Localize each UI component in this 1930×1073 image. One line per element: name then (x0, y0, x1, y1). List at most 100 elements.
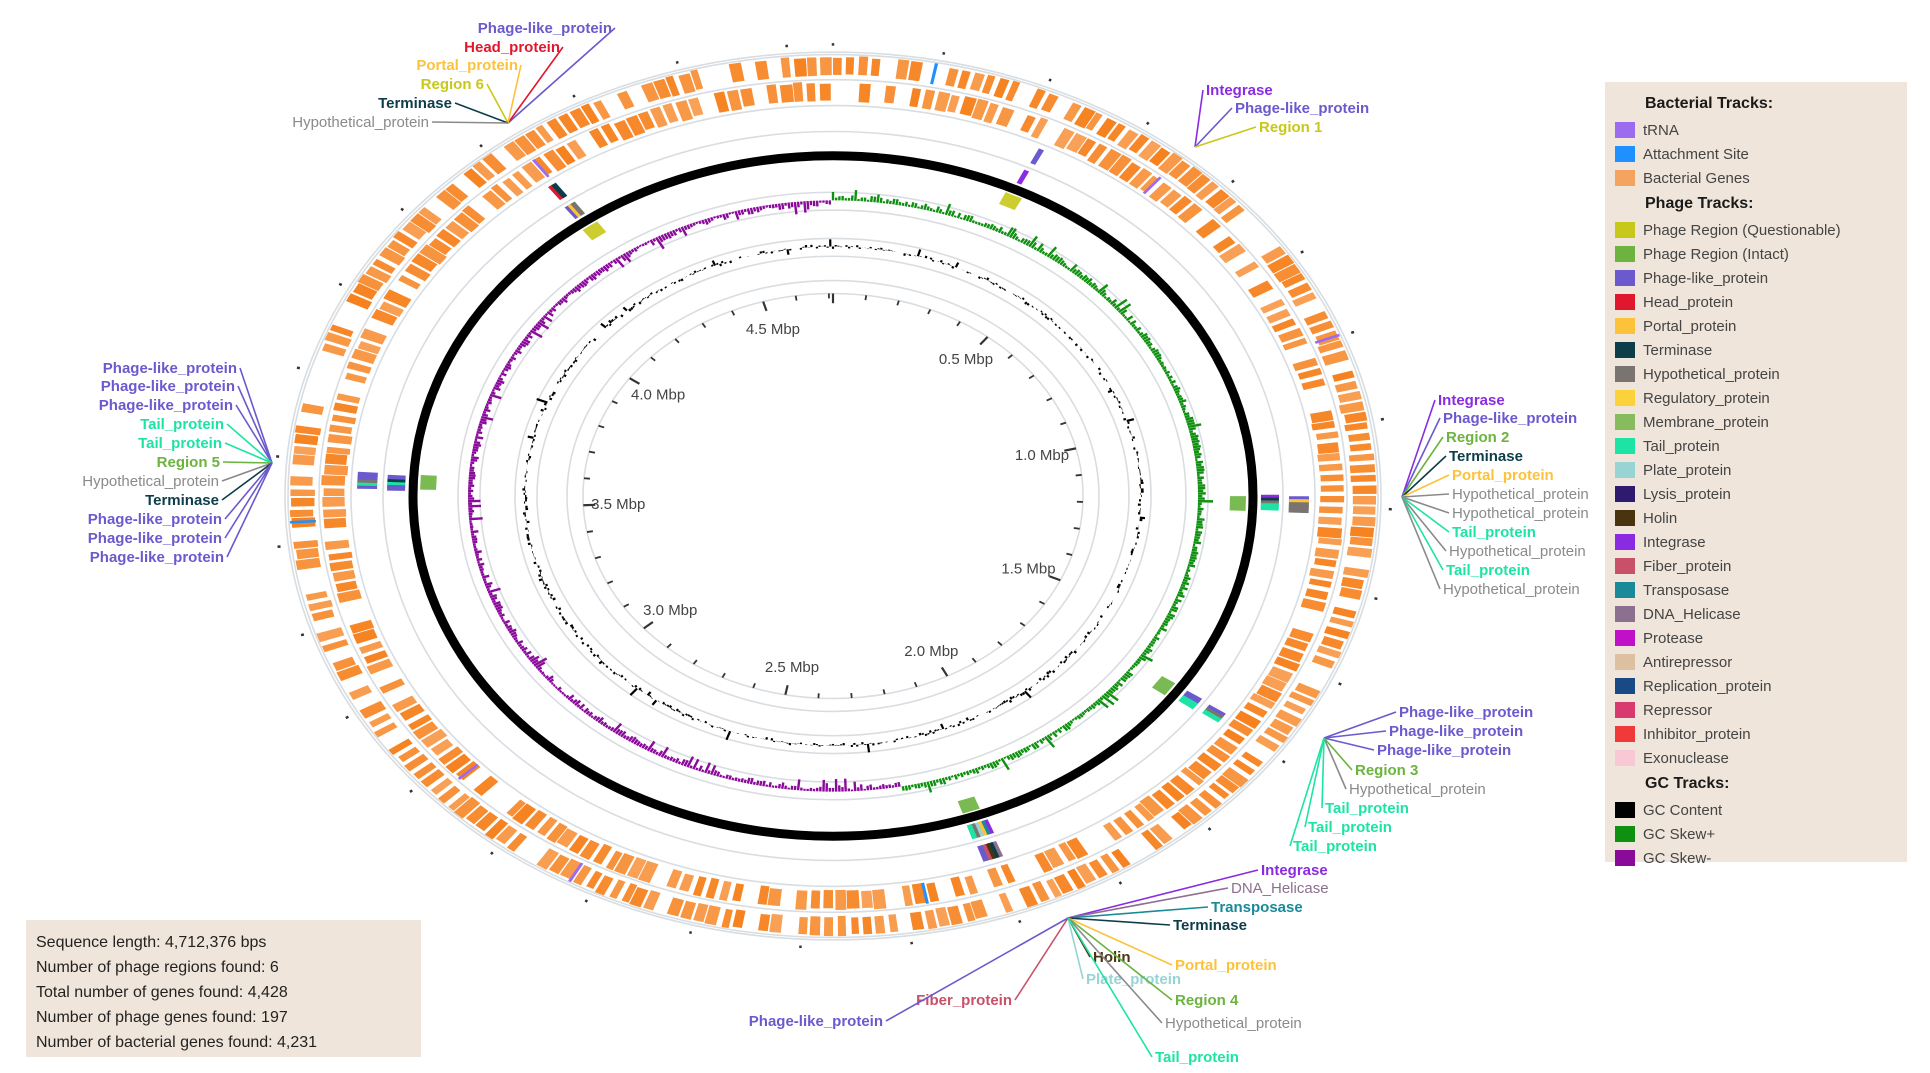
gc-skew-positive-bar (917, 783, 921, 789)
gc-content-bar (1098, 372, 1102, 376)
outer-tick (1300, 250, 1304, 254)
gc-skew-negative-bar (625, 735, 630, 741)
bacterial-gene (795, 890, 808, 910)
stat-sequence-length: Sequence length: 4,712,376 bps (36, 934, 267, 951)
legend-swatch (1615, 726, 1635, 742)
bacterial-gene (616, 90, 635, 110)
bacterial-gene (1213, 196, 1237, 215)
gc-skew-negative-bar (510, 356, 517, 361)
gc-content-bar (929, 257, 933, 260)
gc-content-bar (998, 286, 1002, 289)
gc-skew-negative-bar (587, 275, 595, 282)
legend-item: Antirepressor (1615, 650, 1907, 674)
gc-skew-negative-bar (784, 785, 788, 790)
position-tick (607, 580, 614, 585)
gc-skew-negative-bar (544, 675, 550, 680)
gc-content-bar (1102, 377, 1106, 381)
phage-protein-mark (1180, 695, 1199, 708)
position-tick (794, 295, 798, 301)
stat-phage-regions: Number of phage regions found: 6 (36, 959, 279, 976)
protein-callout-label: Phage-like_protein (1377, 742, 1511, 759)
gc-skew-negative-bar (853, 781, 857, 792)
gc-skew-negative-bar (646, 740, 656, 752)
gc-skew-positive-bar (1159, 361, 1164, 366)
gc-content-bar (551, 393, 555, 397)
gc-skew-positive-bar (1041, 250, 1046, 255)
gc-skew-positive-bar (1069, 719, 1074, 724)
gc-skew-positive-bar (1183, 576, 1191, 581)
legend-label: Exonuclease (1643, 749, 1729, 767)
gc-content-bar (628, 308, 632, 312)
position-tick (731, 310, 736, 316)
gc-content-bar (1023, 690, 1032, 699)
protein-callout-label: Holin (1093, 949, 1131, 966)
bacterial-gene (321, 343, 347, 357)
gc-skew-negative-bar (737, 210, 742, 216)
gc-skew-positive-bar (885, 199, 889, 204)
gc-skew-negative-bar (552, 683, 556, 688)
ring-guide (514, 237, 1152, 755)
bacterial-gene (1212, 236, 1236, 254)
gc-content-bar (571, 626, 575, 630)
gc-skew-positive-bar (869, 196, 874, 203)
gc-content-bar (957, 723, 961, 727)
gc-skew-positive-bar (971, 219, 975, 224)
gc-skew-negative-bar (580, 280, 588, 287)
gc-skew-positive-bar (904, 201, 909, 207)
bacterial-gene (294, 425, 322, 436)
gc-skew-negative-bar (494, 603, 502, 608)
bacterial-gene (335, 580, 358, 593)
gc-skew-positive-bar (947, 775, 952, 781)
bacterial-gene (945, 68, 959, 87)
bacterial-gene (308, 599, 333, 612)
bacterial-gene (472, 161, 496, 181)
gc-skew-negative-bar (574, 699, 582, 706)
gc-skew-negative-bar (571, 287, 578, 293)
bacterial-gene (1148, 182, 1172, 202)
gc-skew-negative-bar (746, 777, 751, 784)
legend-swatch (1615, 702, 1635, 718)
legend-swatch (1615, 122, 1635, 138)
protein-callout-label: Head_protein (464, 39, 560, 56)
outer-tick (490, 851, 494, 856)
bacterial-gene (1034, 852, 1054, 873)
gc-content-bar (1070, 338, 1073, 341)
bacterial-gene (986, 867, 1004, 888)
bacterial-gene (537, 816, 558, 837)
bacterial-gene (1284, 637, 1309, 652)
gc-skew-negative-bar (472, 448, 479, 452)
bacterial-gene (1309, 567, 1335, 580)
gc-skew-negative-bar (698, 765, 703, 772)
gc-skew-negative-bar (655, 751, 659, 756)
bacterial-gene (740, 87, 755, 107)
bacterial-gene (870, 58, 881, 77)
gc-skew-negative-bar (533, 325, 540, 331)
bacterial-gene (809, 916, 821, 936)
gc-skew-negative-bar (599, 720, 605, 725)
bacterial-gene (1340, 576, 1364, 590)
gc-skew-positive-bar (913, 202, 918, 209)
gc-skew-negative-bar (602, 265, 609, 272)
phage-region-box (1229, 496, 1246, 511)
phage-region-box (1151, 675, 1176, 696)
gc-skew-negative-bar (514, 349, 522, 355)
gc-skew-negative-bar (477, 425, 483, 430)
bacterial-gene (473, 775, 499, 797)
gc-skew-negative-bar (762, 205, 766, 210)
gc-content-bar (638, 687, 642, 691)
bacterial-gene (1088, 859, 1108, 879)
gc-skew-negative-bar (704, 218, 709, 226)
legend-label: Phage-like_protein (1643, 269, 1769, 287)
bacterial-gene (1188, 760, 1212, 780)
callout-leader-line (224, 462, 273, 539)
gc-skew-positive-bar (1046, 246, 1058, 258)
gc-skew-negative-bar (558, 299, 564, 304)
gc-skew-positive-bar (1178, 399, 1187, 404)
gc-skew-negative-bar (787, 202, 791, 209)
bacterial-gene (1260, 298, 1286, 314)
callout-leader-line (1014, 917, 1069, 1001)
gc-skew-negative-bar (508, 628, 517, 634)
gc-skew-positive-bar (1185, 416, 1194, 421)
gc-skew-negative-bar (585, 277, 590, 281)
